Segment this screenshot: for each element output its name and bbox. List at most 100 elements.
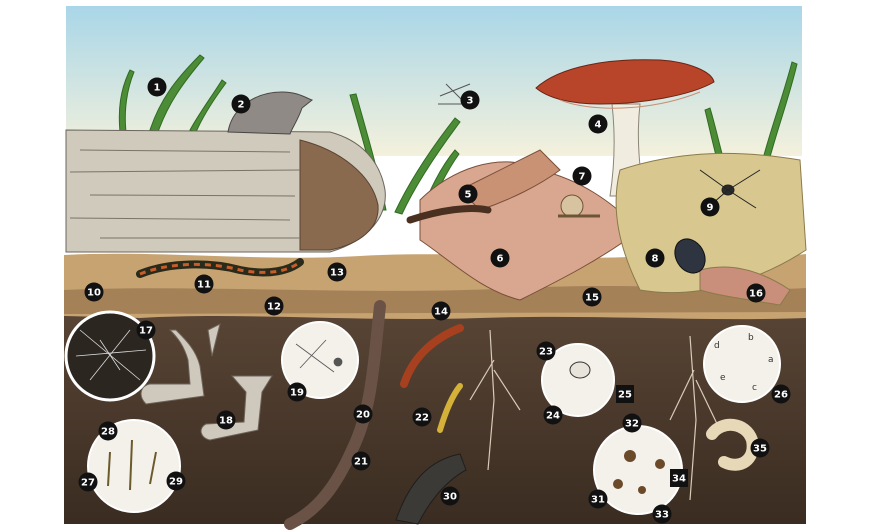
number-badge — [622, 413, 642, 433]
number-text: 29 — [169, 477, 183, 488]
number-badge — [588, 489, 608, 509]
number-text: 2 — [238, 100, 245, 111]
inset-mite — [541, 343, 615, 417]
number-label-7: 7 — [572, 166, 592, 186]
number-badge — [287, 382, 307, 402]
number-text: 19 — [290, 388, 304, 399]
number-label-18: 18 — [216, 410, 236, 430]
number-badge — [231, 94, 251, 114]
number-badge — [652, 504, 672, 524]
number-badge — [645, 248, 665, 268]
letter-c: c — [752, 383, 757, 393]
number-label-20: 20 — [353, 404, 373, 424]
letter-b: b — [748, 333, 754, 343]
number-text: 1 — [154, 83, 161, 94]
inset-mycorrhizae — [281, 321, 359, 399]
number-label-5: 5 — [458, 184, 478, 204]
number-text: 21 — [354, 457, 368, 468]
number-text: 4 — [595, 120, 602, 131]
grub-illustration — [706, 419, 759, 471]
millipede-surface-illustration — [406, 204, 492, 224]
number-label-24: 24 — [543, 405, 563, 425]
number-badge — [147, 77, 167, 97]
number-badge — [616, 385, 634, 403]
number-text: 13 — [330, 268, 344, 279]
number-text: 3 — [467, 96, 474, 107]
inset-fungal-hyphae — [64, 310, 156, 402]
larva-illustration — [437, 383, 463, 433]
number-badge — [746, 283, 766, 303]
inset-protozoa — [703, 325, 781, 403]
number-text: 11 — [197, 280, 211, 291]
number-label-6: 6 — [490, 248, 510, 268]
number-badge — [166, 471, 186, 491]
number-label-2: 2 — [231, 94, 251, 114]
number-badge — [700, 197, 720, 217]
number-label-34: 34 — [670, 469, 688, 487]
number-label-16: 16 — [746, 283, 766, 303]
number-text: 10 — [87, 288, 101, 299]
number-label-19: 19 — [287, 382, 307, 402]
number-text: 31 — [591, 495, 605, 506]
number-badge — [588, 114, 608, 134]
centipede-soil-illustration — [400, 324, 464, 388]
number-badge — [543, 405, 563, 425]
number-text: 6 — [497, 254, 504, 265]
number-badge — [327, 262, 347, 282]
number-label-4: 4 — [588, 114, 608, 134]
number-label-13: 13 — [327, 262, 347, 282]
number-label-23: 23 — [536, 341, 556, 361]
beech-leaves — [615, 152, 807, 306]
number-label-28: 28 — [98, 421, 118, 441]
snail-illustration — [558, 194, 600, 218]
earthworm-illustration — [284, 300, 386, 530]
number-label-8: 8 — [645, 248, 665, 268]
number-text: 14 — [434, 307, 448, 318]
number-label-9: 9 — [700, 197, 720, 217]
number-text: 23 — [539, 347, 553, 358]
number-label-25: 25 — [616, 385, 634, 403]
number-badge — [750, 438, 770, 458]
fern-left — [118, 54, 227, 133]
number-text: 34 — [672, 474, 686, 485]
number-badge — [536, 341, 556, 361]
number-badge — [431, 301, 451, 321]
number-badge — [670, 469, 688, 487]
letter-d: d — [714, 341, 720, 351]
number-badge — [490, 248, 510, 268]
number-label-15: 15 — [582, 287, 602, 307]
number-text: 35 — [753, 444, 767, 455]
number-badge — [264, 296, 284, 316]
number-text: 30 — [443, 492, 457, 503]
number-text: 26 — [774, 390, 788, 401]
number-label-1: 1 — [147, 77, 167, 97]
number-text: 27 — [81, 478, 95, 489]
number-text: 33 — [655, 510, 669, 521]
number-label-21: 21 — [351, 451, 371, 471]
number-text: 5 — [465, 190, 472, 201]
mole-cricket-illustration — [395, 453, 467, 525]
number-text: 12 — [267, 302, 281, 313]
number-label-11: 11 — [194, 274, 214, 294]
number-text: 22 — [415, 413, 429, 424]
number-badge — [353, 404, 373, 424]
number-label-31: 31 — [588, 489, 608, 509]
spider-illustration — [699, 169, 761, 211]
number-badge — [78, 472, 98, 492]
number-badge — [136, 320, 156, 340]
number-text: 32 — [625, 419, 639, 430]
number-label-30: 30 — [440, 486, 460, 506]
number-label-17: 17 — [136, 320, 156, 340]
number-text: 15 — [585, 293, 599, 304]
number-badge — [98, 421, 118, 441]
number-badge — [412, 407, 432, 427]
number-label-3: 3 — [460, 90, 480, 110]
number-badge — [572, 166, 592, 186]
number-label-33: 33 — [652, 504, 672, 524]
number-text: 7 — [579, 172, 586, 183]
plant-roots — [469, 329, 721, 501]
number-label-10: 10 — [84, 282, 104, 302]
number-badge — [460, 90, 480, 110]
number-text: 9 — [707, 203, 714, 214]
